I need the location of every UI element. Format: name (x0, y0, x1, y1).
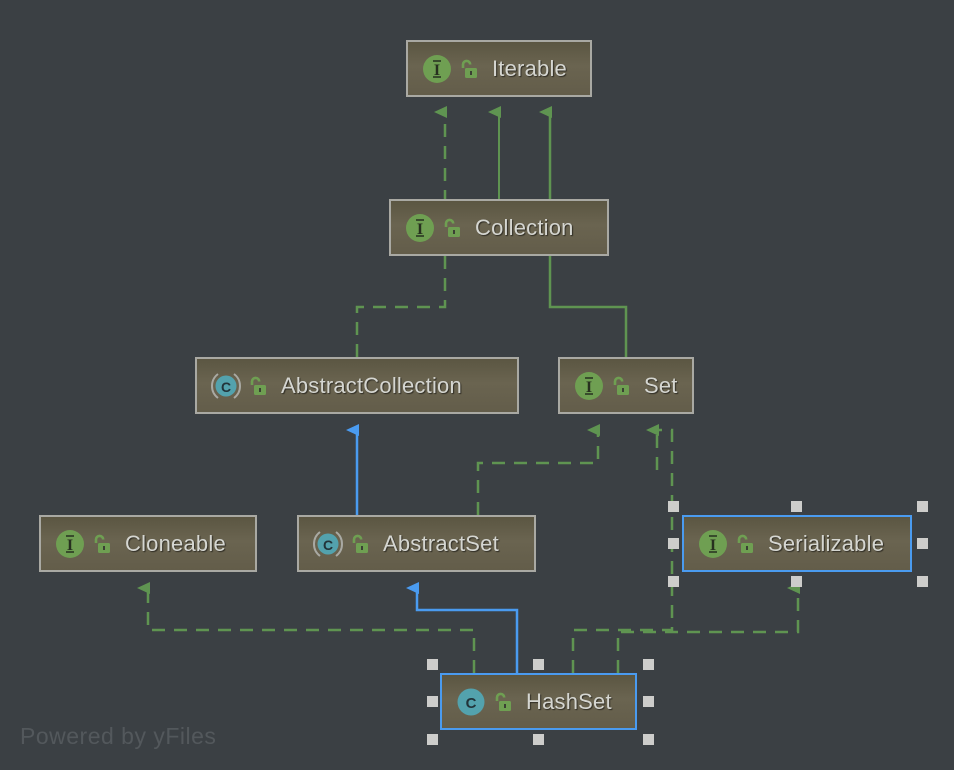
node-iterable[interactable]: I Iterable (406, 40, 592, 97)
class-icon: C (456, 687, 486, 717)
node-cloneable[interactable]: I Cloneable (39, 515, 257, 572)
svg-text:I: I (434, 62, 440, 79)
node-abstractset[interactable]: C AbstractSet (297, 515, 536, 572)
node-label: Set (644, 372, 678, 398)
selection-handle-se[interactable] (917, 576, 928, 587)
unlock-icon (247, 375, 267, 397)
edge-hashset-cloneable[interactable] (137, 582, 476, 673)
selection-handle-nw[interactable] (427, 659, 438, 670)
selection-handle-s[interactable] (791, 576, 802, 587)
selection-handle-sw[interactable] (668, 576, 679, 587)
unlock-icon (349, 533, 369, 555)
unlock-icon (91, 533, 111, 555)
selection-handle-se[interactable] (643, 734, 654, 745)
selection-handle-n[interactable] (533, 659, 544, 670)
selection-handle-n[interactable] (791, 501, 802, 512)
node-serializable[interactable]: I Serializable (682, 515, 912, 572)
interface-icon: I (698, 529, 728, 559)
unlock-icon (734, 533, 754, 555)
selection-handle-ne[interactable] (917, 501, 928, 512)
unlock-icon (492, 691, 512, 713)
selection-handle-e[interactable] (643, 696, 654, 707)
svg-text:I: I (417, 221, 423, 238)
unlock-icon (441, 217, 461, 239)
svg-text:C: C (323, 537, 333, 553)
selection-handle-w[interactable] (668, 538, 679, 549)
node-label: HashSet (526, 688, 612, 714)
unlock-icon (610, 375, 630, 397)
svg-text:I: I (710, 537, 716, 554)
yfiles-watermark: Powered by yFiles (20, 723, 217, 749)
node-label: AbstractSet (383, 530, 499, 556)
selection-handle-w[interactable] (427, 696, 438, 707)
node-label: Cloneable (125, 530, 226, 556)
selection-handle-nw[interactable] (668, 501, 679, 512)
interface-icon: I (422, 54, 452, 84)
svg-text:I: I (67, 537, 73, 554)
interface-icon: I (405, 213, 435, 243)
svg-text:C: C (221, 379, 231, 395)
interface-icon: I (574, 371, 604, 401)
node-collection[interactable]: I Collection (389, 199, 609, 256)
unlock-icon (458, 58, 478, 80)
node-label: Serializable (768, 530, 885, 556)
interface-icon: I (55, 529, 85, 559)
node-label: Collection (475, 214, 574, 240)
node-abstractcollection[interactable]: C AbstractCollection (195, 357, 519, 414)
node-label: AbstractCollection (281, 372, 462, 398)
selection-handle-ne[interactable] (643, 659, 654, 670)
node-label: Iterable (492, 55, 567, 81)
selection-handle-s[interactable] (533, 734, 544, 745)
node-set[interactable]: I Set (558, 357, 694, 414)
node-hashset[interactable]: C HashSet (440, 673, 637, 730)
selection-handle-sw[interactable] (427, 734, 438, 745)
abstract-class-icon: C (211, 371, 241, 401)
edge-hashset-set[interactable] (571, 424, 674, 673)
svg-text:C: C (466, 695, 477, 712)
svg-text:I: I (586, 379, 592, 396)
selection-handle-e[interactable] (917, 538, 928, 549)
abstract-class-icon: C (313, 529, 343, 559)
edge-abstractset-set[interactable] (476, 424, 600, 515)
